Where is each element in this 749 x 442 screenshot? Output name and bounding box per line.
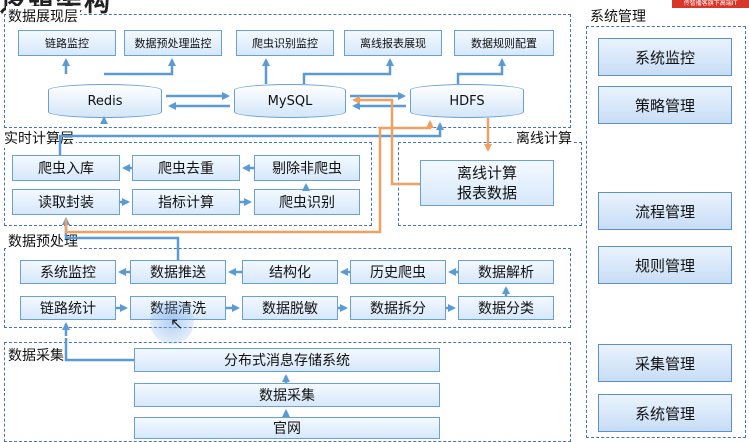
preprocess-box-history-crawler: 历史爬虫: [350, 260, 446, 284]
redis-store: Redis: [48, 84, 162, 118]
offline-layer-label: 离线计算: [514, 128, 574, 148]
display-layer-label: 数据展现层: [6, 6, 80, 26]
realtime-box-crawler-dedup: 爬虫去重: [132, 155, 240, 181]
display-box-offline-report: 离线报表展现: [344, 30, 442, 56]
preprocess-box-data-classify: 数据分类: [458, 296, 554, 320]
display-box-preprocess-monitor: 数据预处理监控: [124, 30, 222, 56]
preprocess-box-link-stats: 链路统计: [20, 296, 116, 320]
realtime-box-remove-noncrawler: 剔除非爬虫: [254, 155, 360, 181]
collect-box-data-collect: 数据采集: [134, 383, 440, 407]
realtime-box-crawler-identify: 爬虫识别: [254, 189, 360, 215]
hdfs-store: HDFS: [410, 84, 524, 118]
system-box-rule: 规则管理: [598, 246, 732, 284]
preprocess-box-data-push: 数据推送: [130, 260, 226, 284]
offline-calc-line2: 报表数据: [456, 184, 517, 202]
realtime-box-crawler-store: 爬虫入库: [12, 155, 120, 181]
mysql-store: MySQL: [234, 84, 346, 118]
display-box-crawler-monitor: 爬虫识别监控: [236, 30, 334, 56]
display-box-rule-config: 数据规则配置: [454, 30, 554, 56]
preprocess-layer: [4, 248, 571, 328]
mouse-pointer-icon: ↖: [170, 314, 184, 333]
system-box-collect: 采集管理: [598, 344, 732, 382]
system-box-system-monitor: 系统监控: [598, 38, 732, 76]
collect-box-message-system: 分布式消息存储系统: [134, 348, 440, 372]
watermark-badge: 传智播客旗下高端IT: [672, 0, 749, 8]
preprocess-box-data-mask: 数据脱敏: [242, 296, 338, 320]
realtime-box-read-wrap: 读取封装: [12, 189, 120, 215]
display-box-link-monitor: 链路监控: [18, 30, 116, 56]
realtime-box-metric-calc: 指标计算: [132, 189, 240, 215]
system-box-strategy: 策略管理: [598, 86, 732, 124]
offline-calc-line1: 离线计算: [456, 164, 517, 182]
collect-layer-label: 数据采集: [6, 345, 66, 365]
cursor-highlight: [150, 300, 194, 344]
preprocess-layer-label: 数据预处理: [6, 231, 80, 251]
preprocess-box-data-split: 数据拆分: [350, 296, 446, 320]
preprocess-box-structure: 结构化: [242, 260, 338, 284]
system-box-process: 流程管理: [598, 192, 732, 230]
preprocess-box-data-parse: 数据解析: [458, 260, 554, 284]
system-layer-label: 系统管理: [588, 6, 648, 26]
collect-box-website: 官网: [134, 417, 440, 439]
system-box-system-manage: 系统管理: [598, 394, 732, 432]
preprocess-box-system-monitor: 系统监控: [20, 260, 116, 284]
realtime-layer-label: 实时计算层: [2, 128, 76, 148]
offline-calc-box: 离线计算 报表数据: [420, 160, 554, 206]
